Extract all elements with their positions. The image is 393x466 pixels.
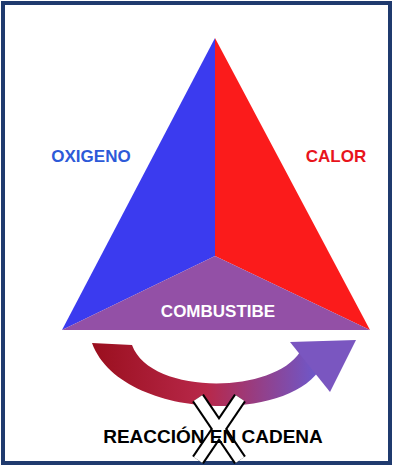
fuel-face: COMBUSTIBE	[62, 255, 370, 330]
frame	[3, 3, 390, 463]
heat-label: CALOR	[306, 148, 366, 167]
chain-arrow-band	[92, 343, 322, 406]
chain-reaction-label: REACCIÓN EN CADENA	[103, 427, 323, 448]
oxygen-label: OXIGENO	[51, 148, 130, 167]
chain-arrow-head	[290, 340, 356, 392]
fuel-label: COMBUSTIBE	[161, 303, 275, 322]
